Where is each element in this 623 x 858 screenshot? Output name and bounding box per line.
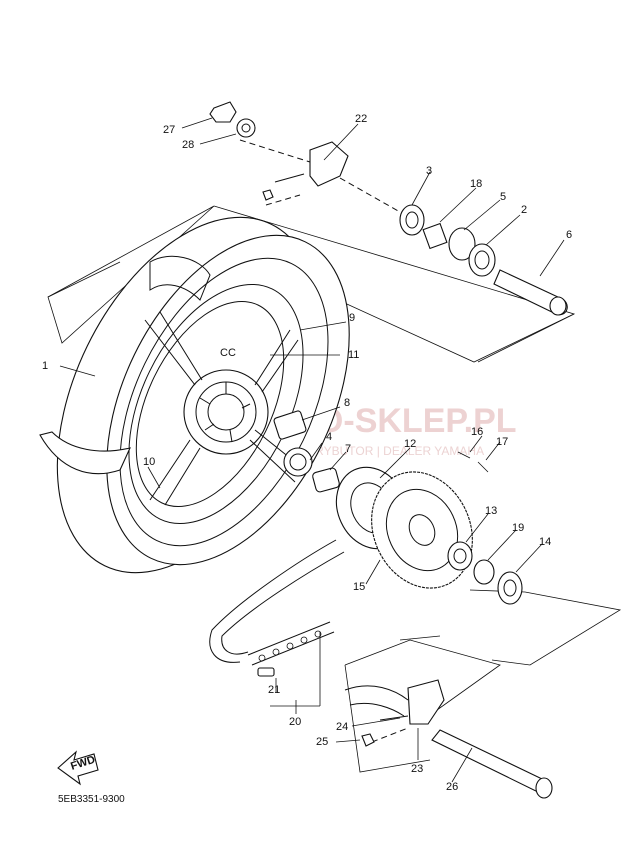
- callout-8: 8: [344, 397, 350, 409]
- callout-6: 6: [566, 229, 572, 241]
- callout-5: 5: [500, 191, 506, 203]
- callout-1: 1: [42, 360, 48, 372]
- callout-26: 26: [446, 781, 458, 793]
- callout-12: 12: [404, 438, 416, 450]
- callout-25: 25: [316, 736, 328, 748]
- callout-17: 17: [496, 436, 508, 448]
- drive-chain: [209, 539, 345, 677]
- forward-arrow-icon: FWD: [57, 750, 99, 786]
- rear-wheel: CC: [39, 216, 350, 574]
- callout-labels: 1 2 3 4 5 6 7 8 9 10 11 12 13 14 15 16 1…: [42, 113, 572, 793]
- adjuster-and-axle: [344, 679, 553, 799]
- callout-21: 21: [268, 684, 280, 696]
- callout-11: 11: [348, 349, 359, 361]
- callout-14: 14: [539, 536, 551, 548]
- sprocket-assembly: [273, 410, 523, 605]
- callout-16: 16: [471, 426, 483, 438]
- diagram-code: 5EB3351-9300: [58, 794, 125, 805]
- callout-20: 20: [289, 716, 301, 728]
- leader-lines: [59, 117, 565, 783]
- axle-parts: [209, 101, 568, 316]
- reference-planes: [47, 205, 622, 773]
- callout-18: 18: [470, 178, 482, 190]
- callout-10: 10: [143, 456, 155, 468]
- callout-19: 19: [512, 522, 524, 534]
- callout-13: 13: [485, 505, 497, 517]
- callout-9: 9: [349, 312, 355, 324]
- svg-text:CC: CC: [220, 347, 236, 359]
- callout-7: 7: [345, 443, 351, 455]
- callout-22: 22: [355, 113, 367, 125]
- callout-4: 4: [326, 431, 332, 443]
- callout-27: 27: [163, 124, 175, 136]
- callout-15: 15: [353, 581, 365, 593]
- callout-24: 24: [336, 721, 348, 733]
- callout-23: 23: [411, 763, 423, 775]
- callout-3: 3: [426, 165, 432, 177]
- callout-2: 2: [521, 204, 527, 216]
- callout-28: 28: [182, 139, 194, 151]
